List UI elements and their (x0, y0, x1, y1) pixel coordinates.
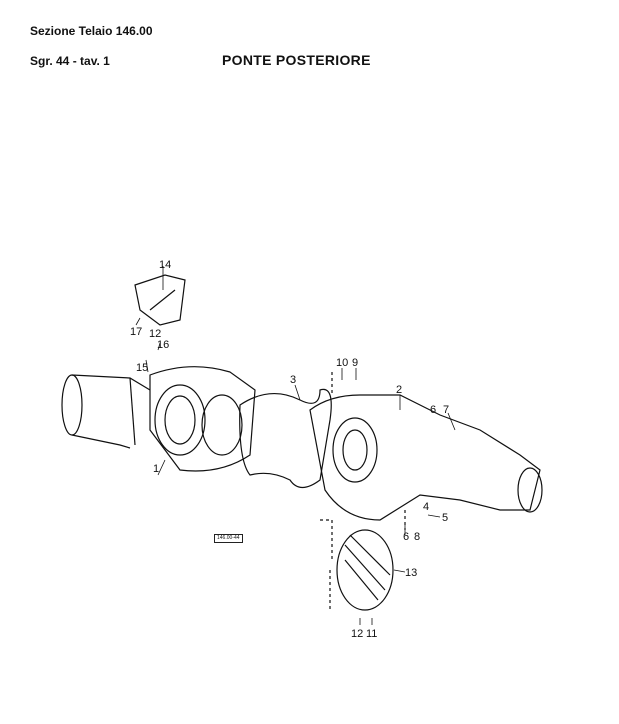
callout-8: 8 (414, 531, 420, 543)
callout-16: 14 (159, 259, 171, 271)
callout-1: 1 (153, 463, 159, 475)
bracket-16 (134, 274, 186, 326)
callout-10: 10 (336, 357, 348, 369)
callout-11: 11 (366, 628, 377, 640)
group-label: Sgr. 44 - tav. 1 (30, 54, 110, 68)
left-axle-housing (61, 374, 151, 449)
callout-2: 2 (396, 384, 402, 396)
section-label: Sezione Telaio 146.00 (30, 24, 153, 38)
callout-7: 7 (443, 404, 449, 416)
callout-14: 16 (157, 339, 169, 351)
callout-12: 12 (149, 328, 161, 340)
callout-4: 4 (423, 501, 429, 513)
callout-5: 5 (442, 512, 448, 524)
callout-17: 17 (130, 326, 142, 338)
callout-13: 13 (405, 567, 417, 579)
callout-15: 15 (136, 362, 148, 374)
callout-12b: 12 (351, 628, 363, 640)
housing-half-1 (149, 289, 256, 472)
cover-13 (336, 529, 394, 611)
page-title: PONTE POSTERIORE (222, 52, 371, 68)
callout-9: 9 (352, 357, 358, 369)
housing-half-2 (309, 394, 543, 521)
callout-3: 3 (290, 374, 296, 386)
callout-6: 6 (430, 404, 436, 416)
drawing-code: 146.00-44 (214, 534, 243, 543)
callout-6b: 6 (403, 531, 409, 543)
callouts: 14 17 12 16 15 1 3 10 9 2 6 7 4 5 6 8 13… (130, 259, 449, 640)
